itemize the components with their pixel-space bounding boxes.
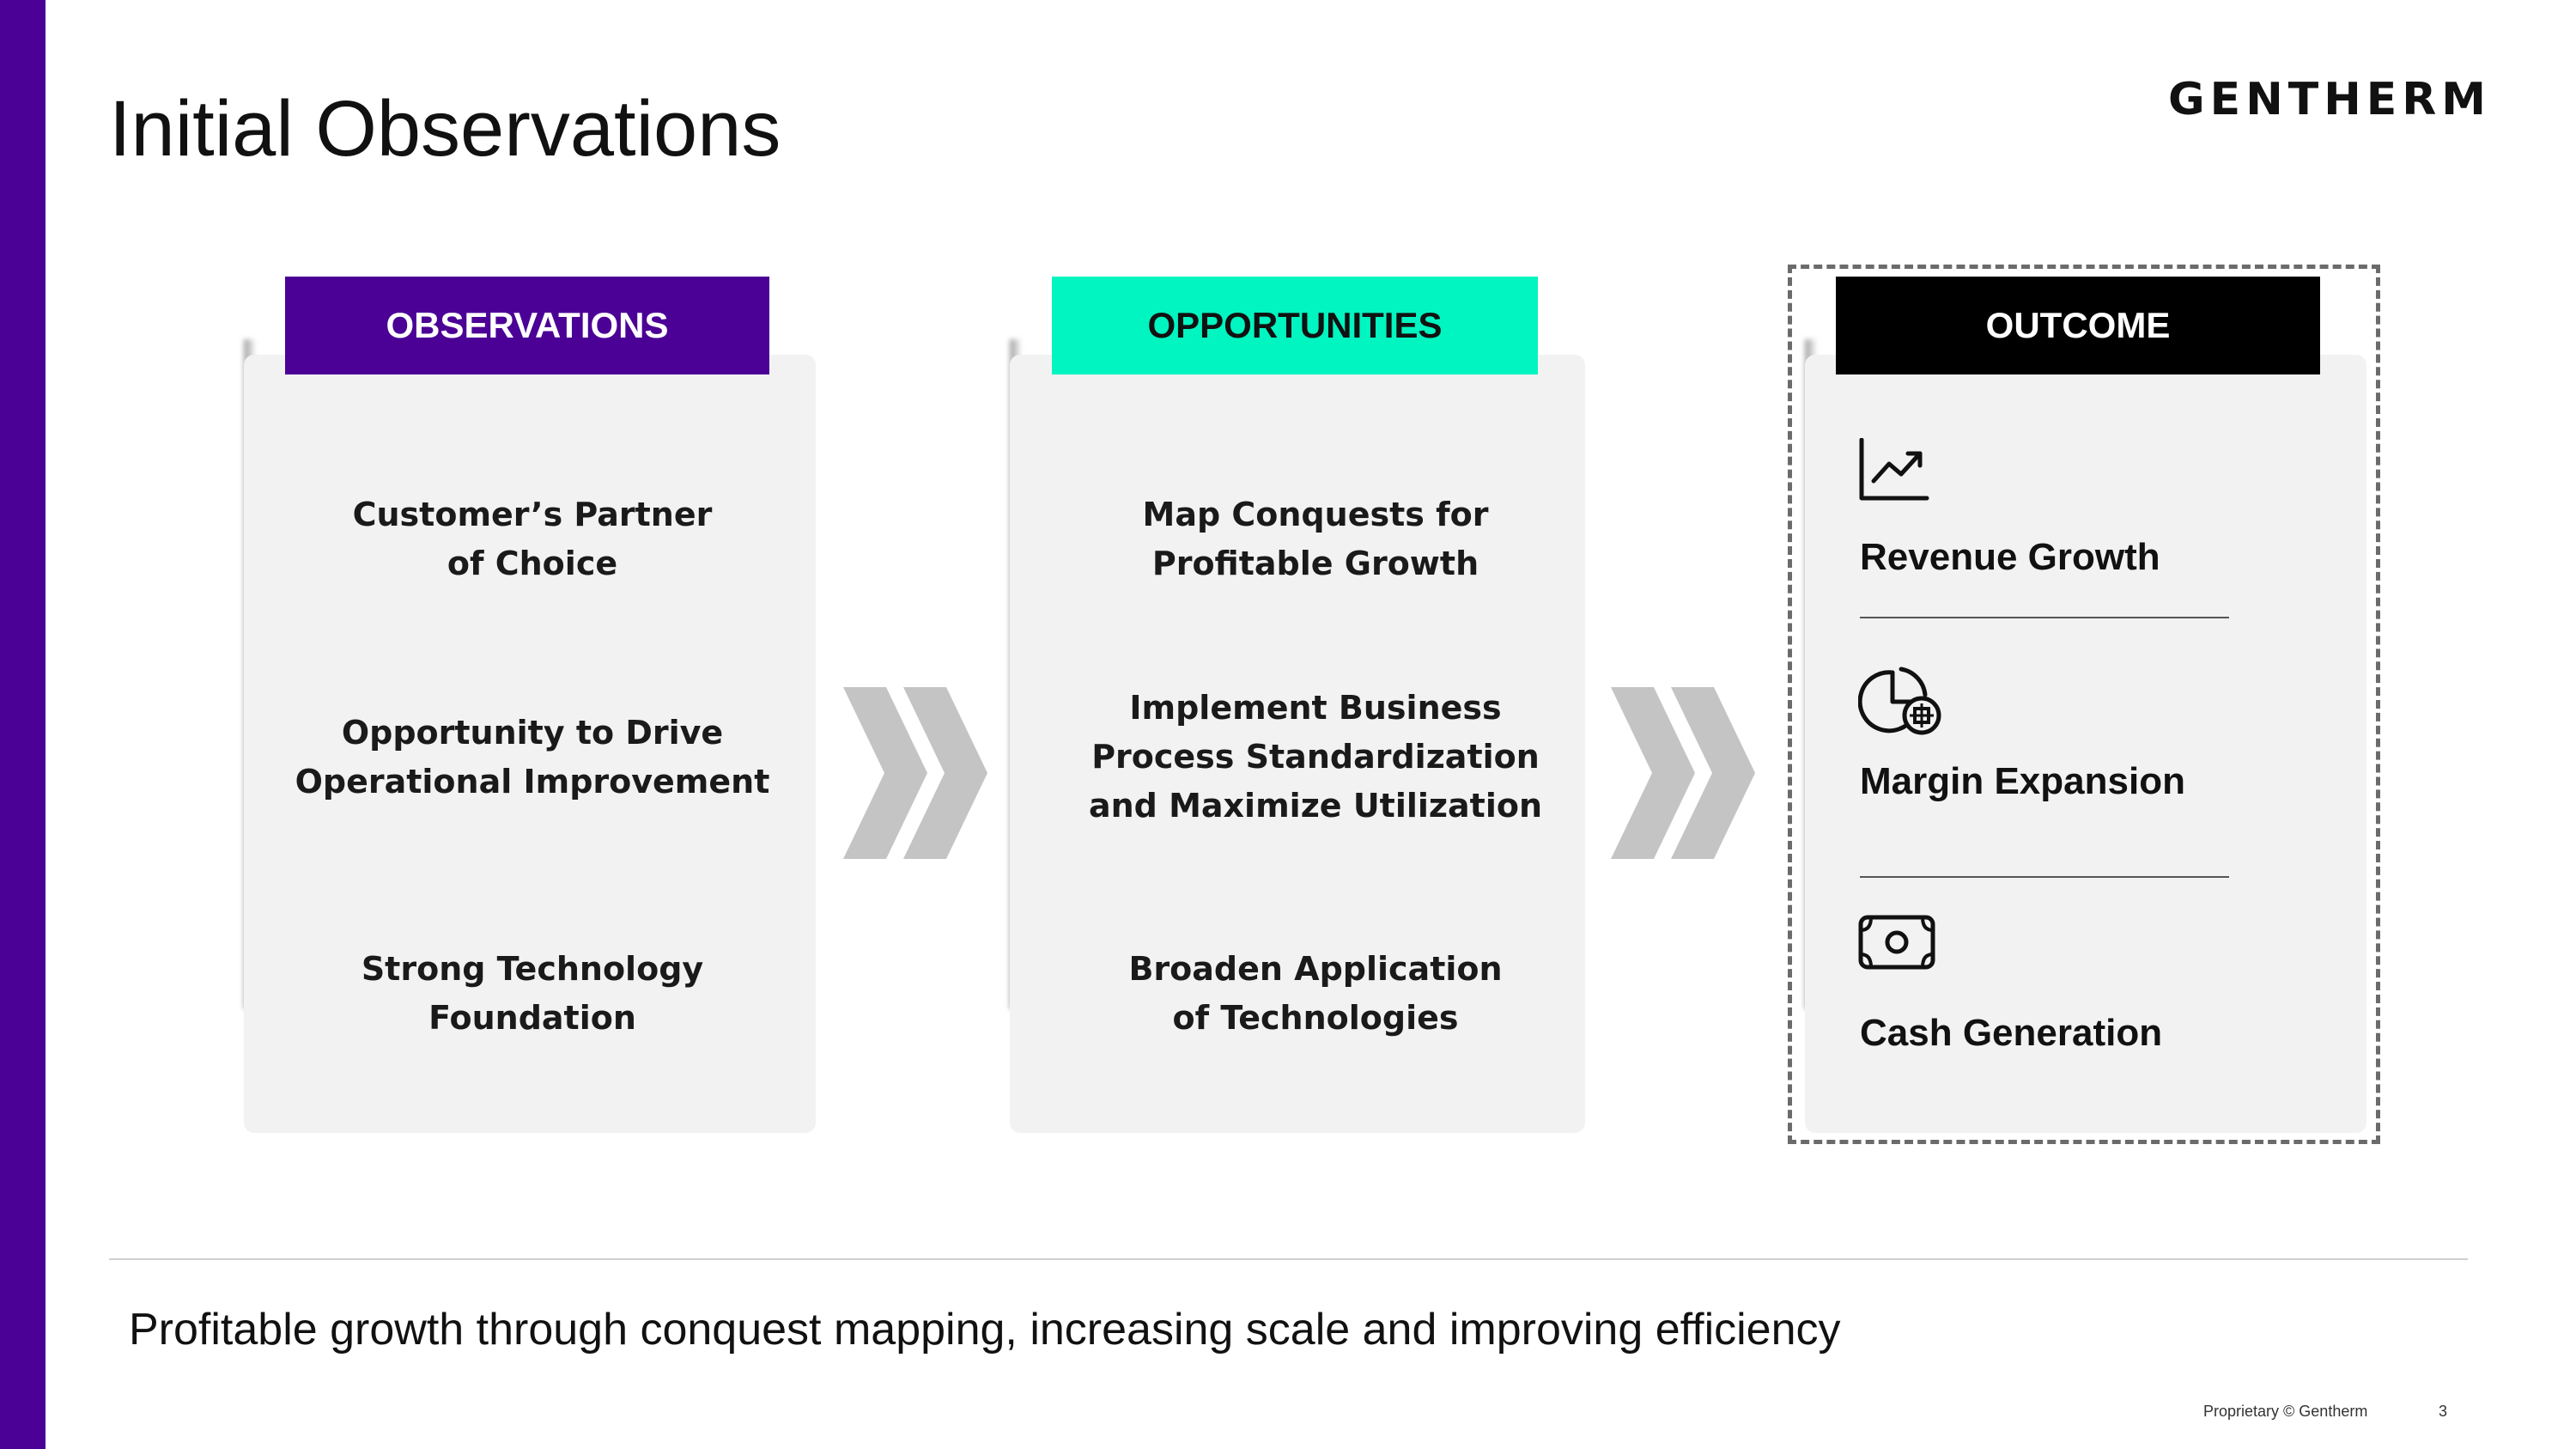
observations-card bbox=[244, 355, 816, 1133]
outcome-header: OUTCOME bbox=[1836, 277, 2320, 374]
opportunity-item-standardization: Implement Business Process Standardizati… bbox=[1088, 689, 1543, 825]
observation-item-technology: Strong Technology Foundation bbox=[361, 950, 704, 1037]
observations-header: OBSERVATIONS bbox=[285, 277, 769, 374]
outcome-label-revenue: Revenue Growth bbox=[1860, 536, 2160, 578]
pie-chart-gear-icon bbox=[1858, 667, 1941, 735]
opportunities-card bbox=[1010, 355, 1585, 1133]
banknote-icon bbox=[1858, 915, 1935, 970]
gentherm-logo: GENTHERM bbox=[2168, 74, 2492, 125]
observation-item-operational: Opportunity to Drive Operational Improve… bbox=[295, 714, 770, 801]
opportunity-item-applications: Broaden Application of Technologies bbox=[1128, 950, 1503, 1037]
outcome-divider bbox=[1860, 876, 2229, 878]
page-number: 3 bbox=[2439, 1403, 2448, 1420]
outcome-label-margin: Margin Expansion bbox=[1860, 760, 2185, 802]
brand-side-bar bbox=[0, 0, 46, 1449]
trending-chart-icon bbox=[1859, 438, 1929, 501]
outcome-divider bbox=[1860, 617, 2229, 618]
observation-item-partner: Customer’s Partner of Choice bbox=[352, 496, 713, 582]
footer-copyright: Proprietary © Gentherm bbox=[2203, 1403, 2368, 1420]
outcome-card bbox=[1805, 355, 2366, 1133]
slide-title: Initial Observations bbox=[109, 85, 781, 173]
outcome-label-cash: Cash Generation bbox=[1860, 1012, 2163, 1054]
bottom-divider bbox=[109, 1258, 2468, 1260]
chevron-right-icon bbox=[1611, 687, 1755, 859]
opportunity-item-conquests: Map Conquests for Profitable Growth bbox=[1142, 496, 1489, 582]
slide-tagline: Profitable growth through conquest mappi… bbox=[129, 1305, 1841, 1355]
outcome-dashed-frame bbox=[1788, 265, 2380, 1144]
chevron-right-icon bbox=[843, 687, 987, 859]
opportunities-header: OPPORTUNITIES bbox=[1052, 277, 1538, 374]
